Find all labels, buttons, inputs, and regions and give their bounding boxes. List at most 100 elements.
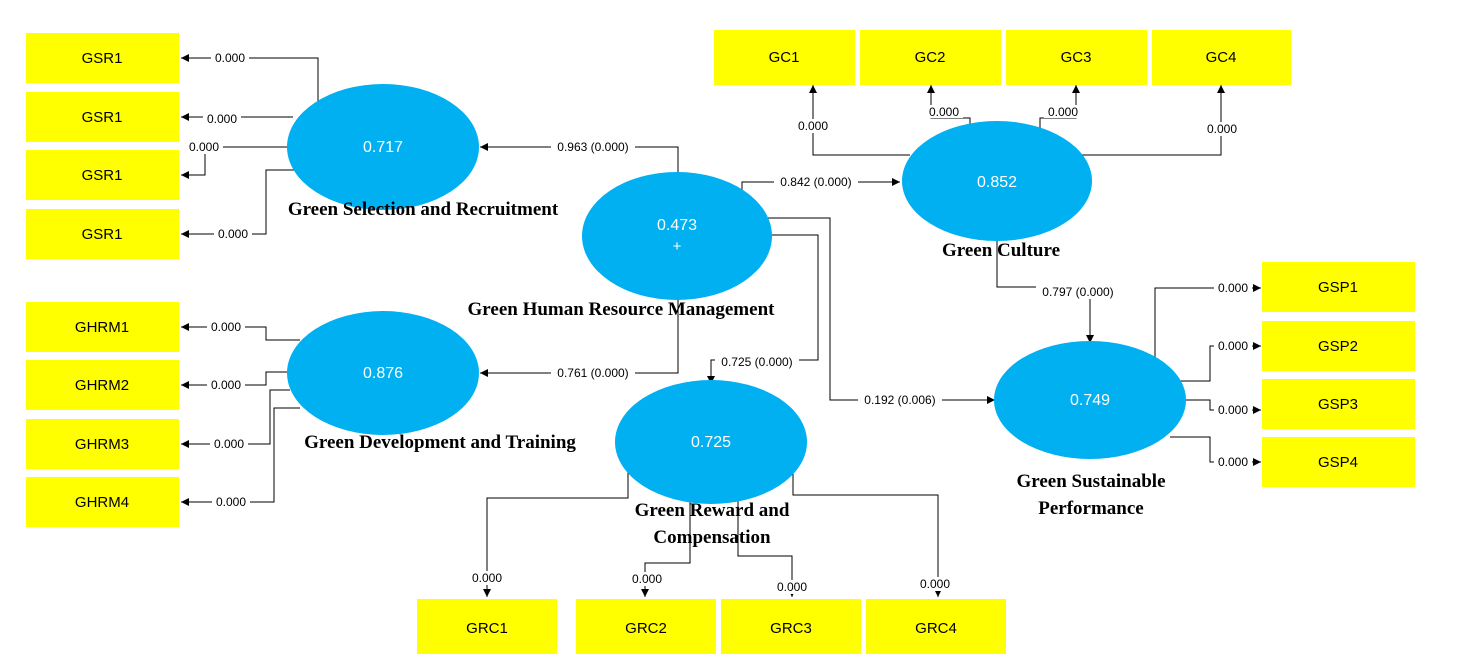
loading-grc-4: 0.000 [920, 577, 950, 591]
path-label-ghrm-grc: 0.725 (0.000) [721, 355, 792, 369]
loading-gc-1: 0.000 [798, 119, 828, 133]
indicator-box[interactable]: GHRM3 [26, 419, 179, 469]
expand-marker: + [673, 238, 682, 255]
edge-grc-3 [737, 490, 796, 597]
construct-name-ghrm: Green Human Resource Management [468, 299, 776, 320]
path-ghrm-grc [707, 234, 819, 384]
loading-gdt-2: 0.000 [211, 378, 241, 392]
construct-r2-value: 0.876 [363, 365, 403, 382]
indicator-box[interactable]: GSR1 [26, 92, 179, 142]
loading-gsr-4: 0.000 [218, 227, 248, 241]
indicator-label: GSP3 [1318, 396, 1358, 413]
indicator-box[interactable]: GRC1 [417, 599, 557, 654]
indicator-label: GSR1 [82, 109, 123, 126]
indicator-box[interactable]: GSP4 [1262, 437, 1415, 487]
indicator-label: GHRM4 [75, 494, 129, 511]
indicator-label: GRC3 [770, 620, 812, 637]
loading-gsp-1: 0.000 [1218, 281, 1248, 295]
edge-label-layer: 0.963 (0.000) 0.761 (0.000) 0.725 (0.000… [185, 51, 1252, 594]
construct-ghrm[interactable]: 0.473 + [582, 172, 772, 300]
path-label-ghrm-gsp: 0.192 (0.006) [864, 393, 935, 407]
indicator-label: GRC1 [466, 620, 508, 637]
indicator-label: GC1 [769, 49, 800, 66]
indicator-label: GSP4 [1318, 454, 1358, 471]
indicator-box[interactable]: GC3 [1006, 30, 1147, 85]
edge-gsr-3 [181, 146, 288, 179]
construct-name-gdt: Green Development and Training [304, 432, 576, 453]
path-label-ghrm-gsr: 0.963 (0.000) [557, 140, 628, 154]
loading-gsp-3: 0.000 [1218, 403, 1248, 417]
indicator-box[interactable]: GSR1 [26, 209, 179, 259]
construct-grc[interactable]: 0.725 [615, 380, 807, 504]
indicator-label: GRC2 [625, 620, 667, 637]
indicator-label: GSR1 [82, 50, 123, 67]
indicator-label: GSP1 [1318, 279, 1358, 296]
indicator-box[interactable]: GC2 [860, 30, 1001, 85]
indicators-gsp: GSP1 GSP2 GSP3 GSP4 [1262, 262, 1415, 487]
construct-gsr[interactable]: 0.717 [287, 84, 479, 210]
loading-gc-4: 0.000 [1207, 122, 1237, 136]
loading-gsr-3: 0.000 [189, 140, 219, 154]
indicator-box[interactable]: GSP1 [1262, 262, 1415, 312]
indicator-box[interactable]: GHRM2 [26, 360, 179, 410]
edge-gc-4 [1075, 85, 1225, 156]
indicator-box[interactable]: GC4 [1152, 30, 1291, 85]
indicator-box[interactable]: GSR1 [26, 33, 179, 83]
loading-grc-1: 0.000 [472, 571, 502, 585]
indicators-gsr: GSR1 GSR1 GSR1 GSR1 [26, 33, 179, 259]
path-ghrm-gsr [480, 143, 679, 182]
indicator-label: GSR1 [82, 226, 123, 243]
construct-gdt[interactable]: 0.876 [287, 311, 479, 435]
indicators-gdt: GHRM1 GHRM2 GHRM3 GHRM4 [26, 302, 179, 527]
indicator-box[interactable]: GRC4 [866, 599, 1006, 654]
loading-gdt-3: 0.000 [214, 437, 244, 451]
edge-gdt-4 [181, 407, 300, 506]
indicator-box[interactable]: GHRM1 [26, 302, 179, 352]
loading-gsp-2: 0.000 [1218, 339, 1248, 353]
indicator-box[interactable]: GHRM4 [26, 477, 179, 527]
construct-gc[interactable]: 0.852 [902, 121, 1092, 241]
indicator-box[interactable]: GRC2 [576, 599, 716, 654]
indicators-gc: GC1 GC2 GC3 GC4 [714, 30, 1291, 85]
path-label-ghrm-gc: 0.842 (0.000) [780, 175, 851, 189]
loading-gdt-1: 0.000 [211, 320, 241, 334]
loading-grc-3: 0.000 [777, 580, 807, 594]
construct-r2-value: 0.749 [1070, 392, 1110, 409]
indicator-box[interactable]: GRC3 [721, 599, 861, 654]
construct-r2-value: 0.852 [977, 174, 1017, 191]
path-label-gc-gsp: 0.797 (0.000) [1042, 285, 1113, 299]
construct-r2-value: 0.725 [691, 434, 731, 451]
indicator-label: GC2 [915, 49, 946, 66]
loading-gsp-4: 0.000 [1218, 455, 1248, 469]
construct-gsp[interactable]: 0.749 [994, 341, 1186, 459]
indicator-label: GSR1 [82, 167, 123, 184]
indicator-box[interactable]: GSP2 [1262, 321, 1415, 371]
path-label-ghrm-gdt: 0.761 (0.000) [557, 366, 628, 380]
loading-gsr-2: 0.000 [207, 112, 237, 126]
construct-r2-value: 0.717 [363, 139, 403, 156]
indicator-label: GRC4 [915, 620, 957, 637]
edge-grc-1 [483, 472, 629, 597]
indicator-label: GSP2 [1318, 338, 1358, 355]
edge-grc-4 [792, 470, 942, 597]
indicator-box[interactable]: GC1 [714, 30, 855, 85]
loading-gc-2: 0.000 [929, 105, 959, 119]
loading-gsr-1: 0.000 [215, 51, 245, 65]
indicator-label: GC4 [1206, 49, 1237, 66]
edge-gsr-4 [181, 169, 300, 238]
construct-r2-value: 0.473 [657, 217, 697, 234]
edge-gsr-1 [181, 54, 319, 105]
loading-grc-2: 0.000 [632, 572, 662, 586]
indicator-label: GHRM3 [75, 436, 129, 453]
construct-name-gsr: Green Selection and Recruitment [288, 199, 559, 220]
construct-name-gc: Green Culture [942, 240, 1060, 261]
indicator-label: GC3 [1061, 49, 1092, 66]
indicator-box[interactable]: GSP3 [1262, 379, 1415, 429]
edge-gc-1 [809, 85, 910, 156]
indicators-grc: GRC1 GRC2 GRC3 GRC4 [417, 599, 1006, 654]
indicator-label: GHRM1 [75, 319, 129, 336]
indicator-box[interactable]: GSR1 [26, 150, 179, 200]
